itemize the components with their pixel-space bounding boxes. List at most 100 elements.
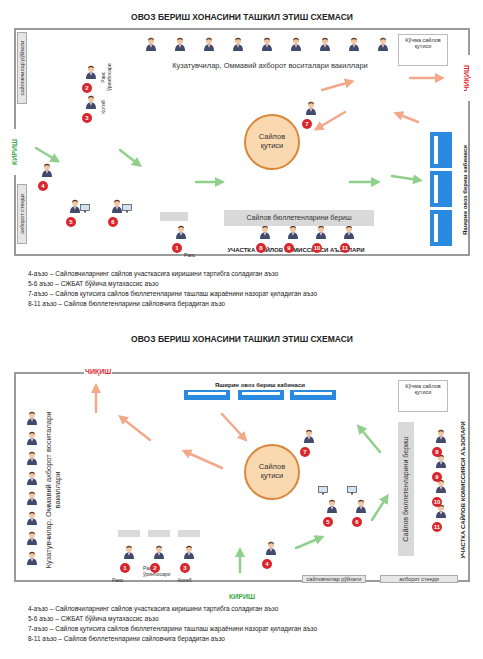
- legend-note: 8-11 аъзо – Сайлов бюллетенларини сайлов…: [28, 292, 225, 310]
- node-label: сайловчилар рўйхати: [19, 32, 25, 104]
- flow-arrow: [120, 150, 138, 164]
- callout-number: 2: [150, 563, 160, 573]
- legend-note: 4-аъзо – Сайловчиларнинг сайлов участкас…: [28, 270, 278, 277]
- callout-number: 5: [323, 510, 333, 528]
- person-icon: [27, 492, 37, 505]
- callout-number: 9: [432, 472, 442, 482]
- person-icon: [266, 542, 276, 555]
- legend-note: 8-11 аъзо – Сайлов бюллетенларини сайлов…: [28, 300, 225, 307]
- callout-number: 2: [82, 83, 92, 93]
- entry-label: КИРИШ: [11, 129, 19, 175]
- entry-label: КИРИШ: [228, 585, 256, 603]
- person-icon: [112, 200, 122, 213]
- callout-number: 7: [300, 447, 310, 457]
- monitor-icon: [123, 205, 132, 213]
- callout-number: 10: [432, 497, 442, 507]
- person-icon: [320, 38, 330, 51]
- role-label: Котиб: [178, 577, 192, 583]
- flow-arrow: [222, 414, 244, 438]
- flow-arrow: [186, 452, 222, 468]
- person-icon: [327, 500, 337, 513]
- callout-number: 6: [108, 217, 118, 227]
- callout-number: 6: [352, 517, 362, 527]
- booth-inner: [188, 136, 438, 395]
- observer-label: Кузатувчилар, Оммавий ахборот воситалари…: [145, 62, 395, 71]
- callout-number: 5: [66, 217, 76, 227]
- legend-note: 5-6 аъзо – СЖБАТ бўйича мутахассис аъзо: [28, 272, 159, 290]
- flow-arrows: [36, 78, 440, 572]
- callout-number: 10: [432, 490, 442, 508]
- person-icon: [70, 200, 80, 213]
- flow-arrow: [296, 538, 320, 548]
- node-label: Кўчма сайлов қутиси: [399, 37, 447, 50]
- callout-number: 11: [432, 515, 442, 533]
- person-icon: [175, 38, 185, 51]
- person-icon: [176, 226, 186, 239]
- person-icon: [27, 552, 37, 565]
- flow-arrow: [372, 498, 386, 520]
- flow-arrow: [196, 181, 220, 184]
- booth: [430, 132, 452, 168]
- table: [178, 530, 200, 537]
- booth-door: [434, 214, 438, 242]
- legend-note: 7-аъзо – Сайлов қутисига сайлов бюллетен…: [28, 290, 317, 297]
- observer-label: Кузатувчилар, Оммавий ахборот воситалари…: [44, 405, 64, 575]
- ballot-table: Сайлов бюллетенларини бериш: [224, 210, 374, 226]
- exit-label: ЧИҚИШ: [84, 368, 112, 375]
- callout-number: 9: [284, 243, 294, 253]
- flow-arrow: [350, 181, 376, 184]
- person-icon: [27, 512, 37, 525]
- tables: [118, 212, 200, 537]
- table: [118, 530, 140, 537]
- person-icon: [378, 38, 388, 51]
- legend-note: 4-аъзо – Сайловчиларнинг сайлов участкас…: [28, 605, 278, 612]
- person-icon: [27, 412, 37, 425]
- callout-number: 10: [312, 243, 322, 253]
- portable-box: Кўчма сайлов қутиси: [398, 34, 448, 66]
- callout-number: 7: [302, 112, 312, 130]
- person-icon: [356, 500, 366, 513]
- node-label: Яширин овоз бериш кабинаси: [462, 130, 469, 250]
- monitor-icon: [81, 205, 90, 213]
- callout-number: 9: [432, 465, 442, 483]
- node-label: Кўчма сайлов қутиси: [399, 383, 447, 396]
- person-icon: [304, 430, 314, 443]
- node-label: Сайлов қутиси: [250, 463, 294, 480]
- person-icon: [27, 532, 37, 545]
- flow-arrow: [410, 77, 440, 80]
- legend-note: 4-аъзо – Сайловчиларнинг сайлов участкас…: [28, 262, 278, 280]
- portable-box: Кўчма сайлов қутиси: [398, 380, 448, 412]
- node-label: ахборот стенди: [19, 184, 25, 244]
- person-icon: [42, 164, 52, 177]
- person-icon: [436, 430, 446, 443]
- booth-band: Яширин овоз бериш кабинаси: [184, 380, 336, 390]
- callout-number: 3: [180, 556, 190, 574]
- callout-number: 2: [150, 556, 160, 574]
- voting-booths: [184, 132, 452, 400]
- booth-door: [188, 392, 226, 395]
- role-label: Раис: [184, 243, 195, 261]
- callout-number: 7: [302, 119, 312, 129]
- person-icon: [344, 226, 354, 239]
- ballot-box: Сайлов қутиси: [244, 114, 300, 170]
- legend-note: 8-11 аъзо – Сайлов бюллетенларини сайлов…: [28, 627, 225, 645]
- commission-label: УЧАСТКА САЙЛОВ КОМИССИЯСИ АЪЗОЛАРИ: [460, 410, 467, 570]
- booth: [184, 390, 230, 400]
- callout-number: 4: [262, 559, 272, 569]
- flow-arrow: [360, 428, 380, 452]
- callout-number: 11: [340, 243, 350, 253]
- legend-note: 7-аъзо – Сайлов қутисига сайлов бюллетен…: [28, 625, 317, 632]
- person-icon: [124, 546, 134, 559]
- node-label: Сайлов бюллетенларини бериш: [246, 214, 351, 222]
- callout-number: 11: [340, 236, 350, 254]
- callout-number: 7: [300, 440, 310, 458]
- table: [148, 530, 170, 537]
- booth: [430, 171, 452, 207]
- voter-list-board: сайловчилар рўйхати: [17, 32, 27, 104]
- person-icon: [146, 38, 156, 51]
- entry-label: КИРИШ: [9, 130, 21, 174]
- callout-number: 3: [82, 113, 92, 123]
- suitcases: [413, 48, 430, 407]
- flow-arrow: [398, 114, 418, 122]
